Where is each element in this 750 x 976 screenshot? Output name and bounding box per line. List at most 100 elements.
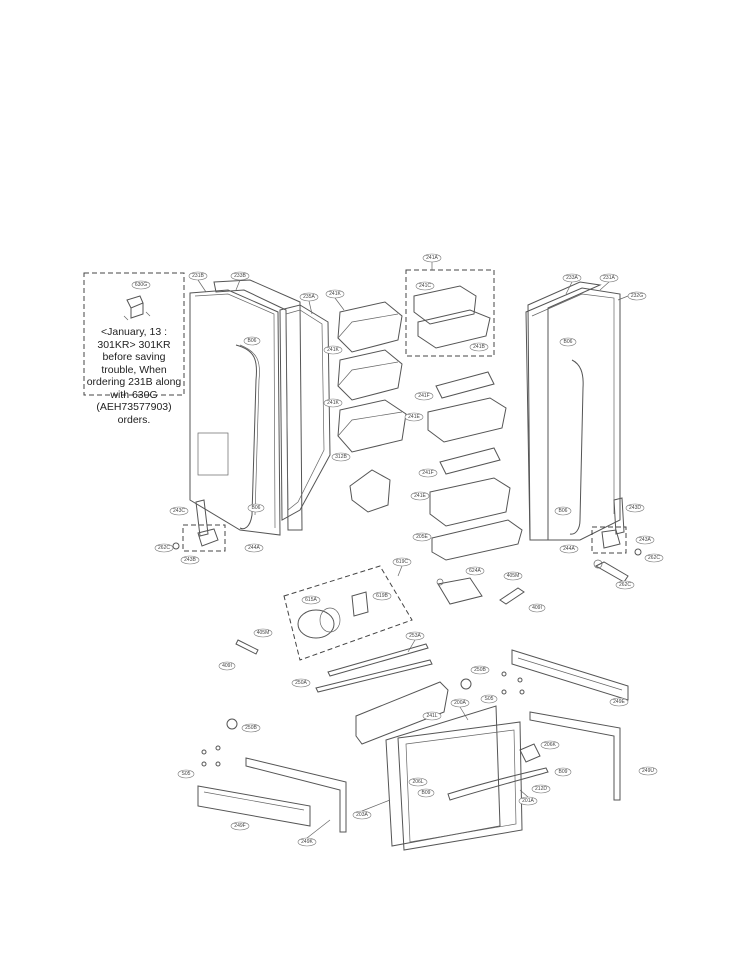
svg-text:B06: B06: [564, 339, 573, 345]
callout-212d: 212D: [531, 784, 551, 794]
screws-s05-left: [201, 745, 221, 767]
callout-262c-3: 262C: [615, 580, 635, 590]
svg-text:405M: 405M: [257, 630, 270, 636]
callout-249u: 249U: [638, 766, 658, 776]
callout-206k: 206K: [540, 740, 560, 750]
callout-s05-2: S05: [177, 769, 195, 779]
svg-text:409I: 409I: [532, 605, 542, 611]
callout-409i-2: 409I: [218, 661, 236, 671]
right-door-gasket: [527, 281, 602, 541]
left-door-liner: [279, 304, 331, 521]
callout-b06-1: B06: [243, 336, 261, 346]
callout-205e: 205E: [412, 532, 432, 542]
frame-249k: [245, 757, 347, 833]
roller-250b-left: [226, 718, 238, 730]
svg-text:241E: 241E: [414, 493, 426, 499]
callout-405m-2: 405M: [253, 628, 273, 638]
callout-241f-2: 241F: [418, 468, 438, 478]
rail-249f: [197, 785, 311, 827]
svg-text:249F: 249F: [234, 823, 245, 829]
svg-text:619C: 619C: [396, 559, 408, 565]
svg-text:249E: 249E: [613, 699, 625, 705]
hinge-243a: [601, 529, 621, 549]
callout-241e-1: 241E: [404, 412, 424, 422]
callout-262c-1: 262C: [154, 543, 174, 553]
svg-text:235A: 235A: [303, 294, 315, 300]
note-box: [83, 272, 185, 396]
svg-text:630G: 630G: [135, 282, 147, 288]
cover-405m-left: [235, 639, 259, 655]
hinge-243d: [613, 497, 625, 535]
hinge-243c: [195, 499, 209, 537]
svg-text:409I: 409I: [222, 663, 232, 669]
door-bin-upper: [337, 301, 403, 353]
screws-s05-right: [501, 671, 525, 695]
leader-lines: [197, 262, 629, 839]
callout-200a: 200A: [450, 698, 470, 708]
callout-624a: 624A: [465, 566, 485, 576]
hinge-box-left: [182, 524, 226, 552]
drawer-handle-212d: [447, 767, 549, 801]
svg-text:241K: 241K: [329, 291, 341, 297]
bin-241c: [413, 285, 477, 325]
callout-241b: 241B: [469, 342, 489, 352]
bushing-262c-right: [634, 548, 642, 556]
bushing-262c-left: [172, 542, 180, 550]
frame-249u: [529, 711, 621, 801]
callout-231b: 231B: [188, 271, 208, 281]
svg-text:262C: 262C: [619, 582, 631, 588]
callout-244a-1: 244A: [244, 543, 264, 553]
cover-405m-right: [499, 587, 525, 605]
svg-text:B09: B09: [559, 769, 568, 775]
svg-text:233A: 233A: [566, 275, 578, 281]
callout-619b: 619B: [372, 591, 392, 601]
callout-312b: 312B: [331, 452, 351, 462]
svg-text:243B: 243B: [184, 557, 196, 563]
callout-b06-3: B06: [559, 337, 577, 347]
callout-206l: 206L: [408, 777, 428, 787]
svg-text:262C: 262C: [648, 555, 660, 561]
bin-divider-upper: [435, 371, 495, 399]
svg-text:241E: 241E: [408, 414, 420, 420]
svg-text:243A: 243A: [639, 537, 651, 543]
callout-630g: 630G: [131, 280, 151, 290]
fan-motor-box: [283, 565, 413, 661]
callout-241e-2: 241E: [410, 491, 430, 501]
svg-text:B06: B06: [559, 508, 568, 514]
svg-text:241F: 241F: [418, 393, 429, 399]
svg-text:B06: B06: [252, 505, 261, 511]
callout-249e: 249E: [609, 697, 629, 707]
svg-text:205E: 205E: [416, 534, 428, 540]
door-bin-lower: [337, 399, 407, 453]
drawer-front-panel: [397, 721, 523, 851]
left-door-gasket: [213, 279, 303, 531]
bin-205e: [431, 519, 523, 561]
svg-text:243C: 243C: [173, 508, 185, 514]
callout-241a: 241A: [422, 253, 442, 263]
callout-241k-2: 241K: [323, 345, 343, 355]
svg-text:201A: 201A: [522, 798, 534, 804]
svg-text:233B: 233B: [234, 273, 246, 279]
callout-203a: 203A: [352, 810, 372, 820]
svg-text:241C: 241C: [419, 283, 431, 289]
callout-235a: 235A: [299, 292, 319, 302]
callout-405m-1: 405M: [503, 571, 523, 581]
svg-text:624A: 624A: [469, 568, 481, 574]
bracket-206k: [519, 743, 541, 763]
callout-249f: 249F: [230, 821, 250, 831]
callout-244a-2: 244A: [559, 544, 579, 554]
callout-b09-1: B09: [554, 767, 572, 777]
callout-243b: 243B: [180, 555, 200, 565]
svg-text:206K: 206K: [544, 742, 556, 748]
rail-249e: [511, 649, 629, 701]
svg-text:405M: 405M: [507, 573, 520, 579]
callout-243a: 243A: [635, 535, 655, 545]
svg-text:241L: 241L: [426, 713, 437, 719]
svg-text:615A: 615A: [305, 597, 317, 603]
svg-text:244A: 244A: [248, 545, 260, 551]
fan-motor-615a: [297, 607, 341, 639]
hinge-box-right: [591, 526, 627, 554]
callout-s05-1: S05: [480, 694, 498, 704]
strip-253a: [327, 643, 429, 677]
callout-241k-1: 241K: [325, 289, 345, 299]
